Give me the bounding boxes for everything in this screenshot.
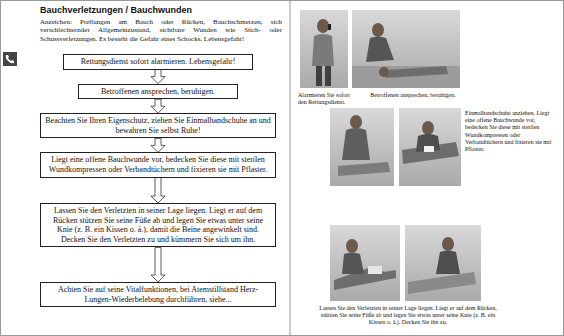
photo-gloves [330, 108, 394, 186]
flow-arrow [151, 178, 165, 203]
page-divider [290, 0, 291, 336]
flow-arrow [151, 99, 165, 113]
photo-speaking [352, 10, 460, 88]
box-text: Lassen Sie den Verletzten in seiner Lage… [45, 206, 271, 244]
photo-caption: Lassen Sie den Verletzten in seiner Lage… [318, 305, 498, 327]
page-title: Bauchverletzungen / Bauchwunden [40, 5, 192, 16]
phone-icon [3, 52, 17, 66]
box-text: Liegt eine offene Bauchwunde vor, bedeck… [45, 155, 271, 174]
process-box: Achten Sie auf seine Vitalfunktionen, be… [40, 282, 276, 307]
process-box: Liegt eine offene Bauchwunde vor, bedeck… [40, 152, 276, 177]
symptom-note: Anzeichen: Prellungen am Bauch oder Rück… [40, 18, 282, 43]
process-box: Beachten Sie Ihren Eigenschutz, ziehen S… [40, 113, 276, 138]
photo-caption: Alarmieren Sie sofort den Rettungsdienst… [298, 92, 352, 106]
process-box: Rettungsdienst sofort alarmieren. Lebens… [63, 54, 253, 70]
photo-caption: Einmalhandschuhe anziehen. Liegt eine of… [465, 110, 559, 153]
flow-arrow [151, 247, 165, 282]
photo-caption: Betroffenen ansprechen, beruhigen. [365, 92, 461, 99]
photo-wound-dressing [399, 108, 461, 186]
flow-arrow [151, 70, 165, 84]
box-text: Rettungsdienst sofort alarmieren. Lebens… [68, 57, 248, 67]
box-text: Betroffenen ansprechen, beruhigen. [83, 87, 233, 97]
box-text: Achten Sie auf seine Vitalfunktionen, be… [45, 285, 271, 304]
photo-phone-call [300, 10, 348, 88]
flow-arrow [151, 138, 165, 152]
process-box: Betroffenen ansprechen, beruhigen. [78, 84, 238, 100]
photo-knees-support [330, 225, 400, 301]
photo-cover-patient [405, 225, 481, 301]
box-text: Beachten Sie Ihren Eigenschutz, ziehen S… [45, 116, 271, 135]
process-box: Lassen Sie den Verletzten in seiner Lage… [40, 203, 276, 247]
